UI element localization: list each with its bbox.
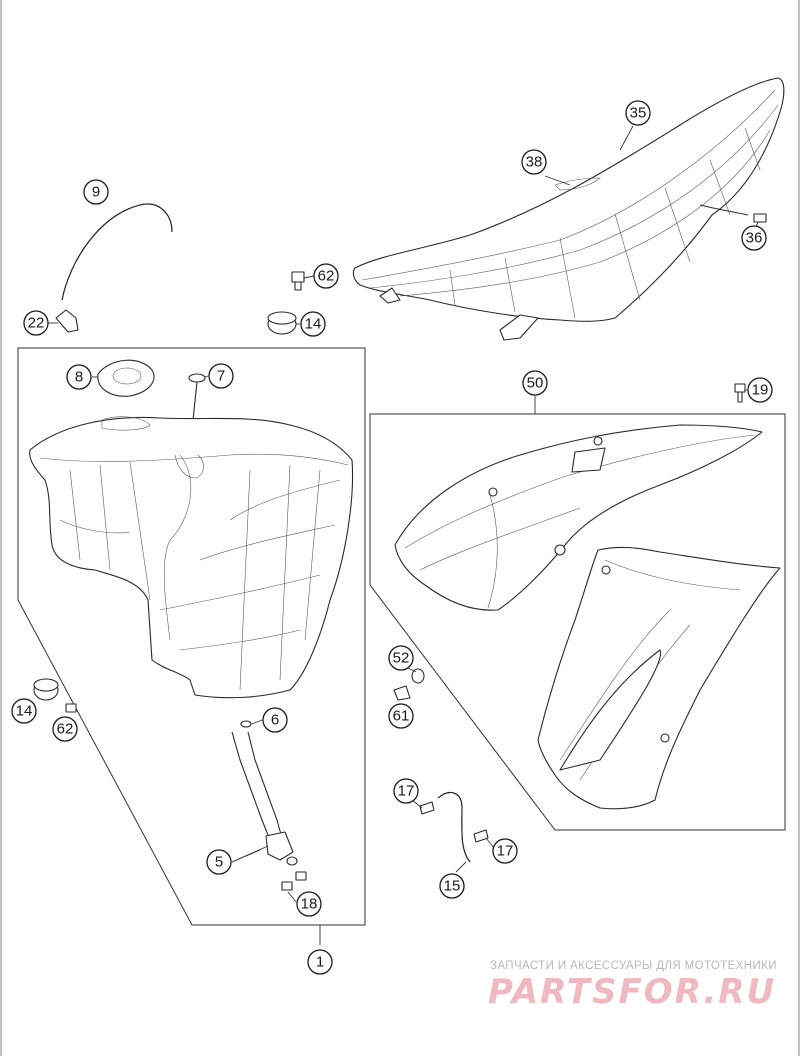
callout-19[interactable]: 19	[747, 377, 773, 403]
seat-part	[352, 77, 785, 341]
callout-label: 36	[746, 230, 763, 247]
callout-label: 14	[305, 316, 322, 333]
callout-label: 17	[398, 783, 415, 800]
callout-label: 5	[215, 854, 223, 871]
callout-label: 14	[16, 703, 33, 720]
vent-screw-part	[188, 373, 206, 421]
callout-5[interactable]: 5	[206, 849, 232, 875]
fuel-cap-part	[97, 359, 155, 397]
callout-label: 18	[301, 896, 318, 913]
callout-8[interactable]: 8	[66, 364, 92, 390]
clamp-17-a	[419, 801, 435, 815]
callout-label: 61	[393, 708, 410, 725]
screw-61	[393, 685, 411, 701]
callout-14-top[interactable]: 14	[300, 311, 326, 337]
callout-label: 35	[630, 105, 647, 122]
callout-label: 38	[526, 154, 543, 171]
clamp-17-b	[473, 829, 489, 843]
callout-18[interactable]: 18	[296, 891, 322, 917]
callout-52[interactable]: 52	[388, 645, 414, 671]
bushing-14-top	[267, 311, 297, 335]
callout-62-left[interactable]: 62	[52, 716, 78, 742]
washer-52	[411, 668, 425, 684]
side-panel-right-part	[537, 546, 781, 810]
drain-hose-part	[437, 792, 471, 863]
callout-62-top[interactable]: 62	[313, 263, 339, 289]
screw-19	[734, 383, 746, 403]
bolt-62-left	[65, 703, 77, 713]
callout-label: 7	[217, 368, 225, 385]
tank-group-frame	[17, 347, 366, 926]
callout-17-a[interactable]: 17	[393, 778, 419, 804]
callout-50[interactable]: 50	[522, 370, 548, 396]
screw-36	[753, 213, 767, 223]
callout-35[interactable]: 35	[625, 100, 651, 126]
callout-label: 50	[527, 375, 544, 392]
callout-15[interactable]: 15	[439, 873, 465, 899]
callout-label: 1	[316, 954, 324, 971]
callout-36[interactable]: 36	[741, 225, 767, 251]
bolt-62-top	[291, 271, 305, 291]
watermark-tagline: ЗАПЧАСТИ И АКСЕССУАРЫ ДЛЯ МОТОТЕХНИКИ	[490, 960, 777, 972]
shroud-group-frame	[369, 413, 786, 831]
leader-lines	[48, 125, 759, 945]
callout-label: 22	[28, 315, 45, 332]
callout-label: 52	[393, 650, 410, 667]
bushing-14-left	[33, 678, 59, 701]
callout-label: 62	[318, 268, 335, 285]
screws-18	[281, 871, 307, 891]
breather-hose-part	[55, 203, 173, 333]
callout-label: 6	[271, 712, 279, 729]
watermark-logo: PARTSFOR.RU	[488, 972, 777, 1012]
side-panel-left-part	[394, 424, 763, 611]
callout-label: 8	[75, 369, 83, 386]
callout-label: 15	[444, 878, 461, 895]
callout-17-b[interactable]: 17	[492, 838, 518, 864]
callout-1[interactable]: 1	[307, 949, 333, 975]
callout-14-left[interactable]: 14	[11, 698, 37, 724]
callout-9[interactable]: 9	[83, 179, 109, 205]
callout-61[interactable]: 61	[388, 703, 414, 729]
callout-label: 17	[497, 843, 514, 860]
callout-22[interactable]: 22	[23, 310, 49, 336]
callout-label: 19	[752, 382, 769, 399]
callout-7[interactable]: 7	[208, 363, 234, 389]
fuel-tap-part	[231, 720, 298, 866]
fuel-tank-part	[29, 416, 354, 699]
callout-label: 62	[57, 721, 74, 738]
callout-label: 9	[92, 184, 100, 201]
callout-38[interactable]: 38	[521, 149, 547, 175]
callout-6[interactable]: 6	[262, 707, 288, 733]
